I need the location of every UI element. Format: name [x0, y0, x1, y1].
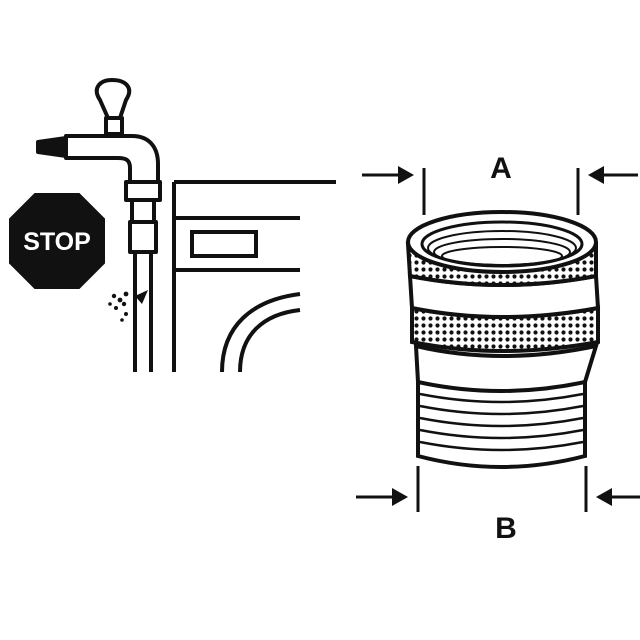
water-leak-icon: [108, 290, 148, 322]
arrow-right-icon: [356, 488, 408, 506]
washing-machine-icon: [172, 180, 336, 373]
hose-line: [133, 252, 153, 372]
dimension-b-label: B: [495, 512, 517, 545]
stop-sign-icon: STOP: [9, 193, 105, 289]
arrow-left-icon: [596, 488, 640, 506]
dimension-a-label: A: [490, 152, 512, 185]
dimension-b: [356, 466, 640, 512]
arrow-left-icon: [588, 166, 638, 184]
faucet-icon: [36, 78, 162, 254]
dimension-a: [362, 166, 638, 215]
stop-sign-label: STOP: [23, 228, 91, 256]
arrow-right-icon: [362, 166, 414, 184]
hose-adapter-icon: [405, 210, 601, 469]
